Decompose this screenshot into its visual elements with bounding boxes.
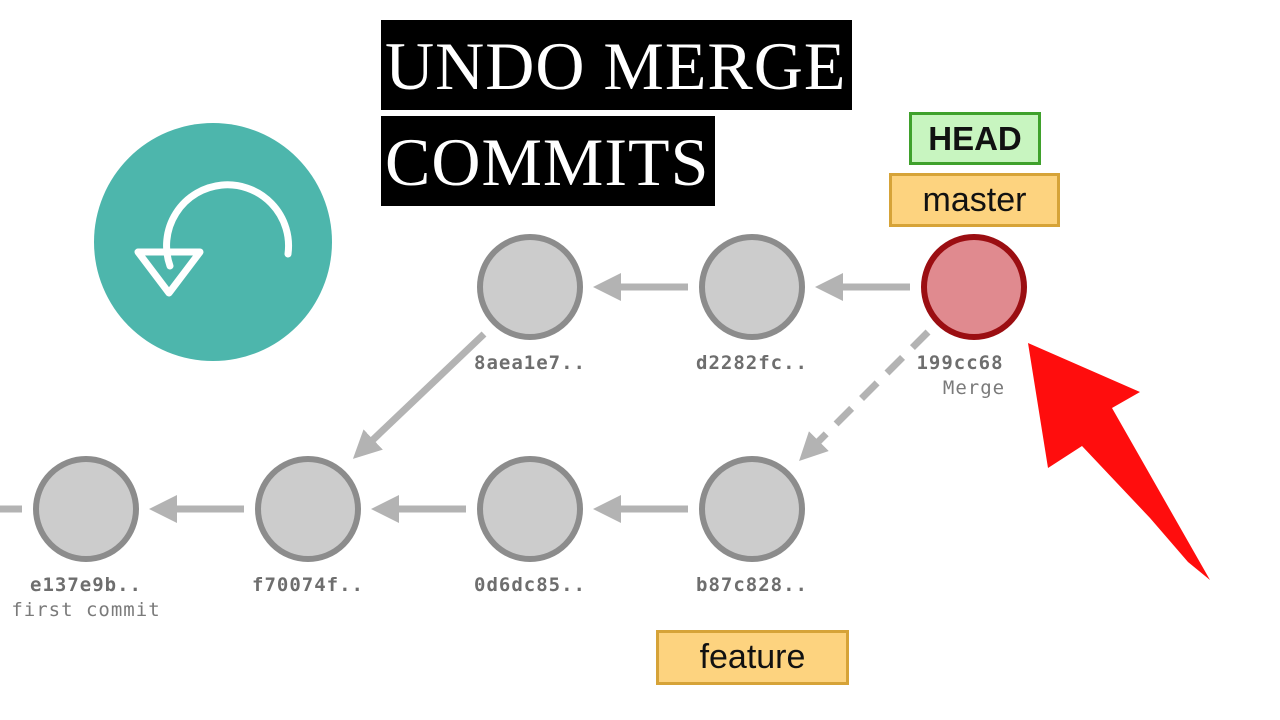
commit-f70074f xyxy=(255,456,361,562)
title-line-2: COMMITS xyxy=(381,116,716,206)
commit-sha-0d6dc85: 0d6dc85.. xyxy=(474,574,586,596)
undo-badge xyxy=(94,123,332,361)
commit-sha-8aea1e7: 8aea1e7.. xyxy=(474,352,586,374)
commit-message-e137e9b: first commit xyxy=(11,599,161,621)
commit-message-199cc68: Merge xyxy=(942,377,1006,399)
undo-icon xyxy=(134,181,293,297)
head-ref-label: HEAD xyxy=(909,112,1041,165)
commit-sha-d2282fc: d2282fc.. xyxy=(696,352,808,374)
commit-e137e9b xyxy=(33,456,139,562)
master-branch-label: master xyxy=(889,173,1060,227)
commit-sha-e137e9b: e137e9b.. xyxy=(30,574,142,596)
commit-d2282fc xyxy=(699,234,805,340)
commit-b87c828 xyxy=(699,456,805,562)
commit-sha-b87c828: b87c828.. xyxy=(696,574,808,596)
commit-0d6dc85 xyxy=(477,456,583,562)
commit-199cc68-merge xyxy=(921,234,1027,340)
commit-8aea1e7 xyxy=(477,234,583,340)
edge-199cc68-to-b87c828 xyxy=(799,329,931,461)
edge-8aea1e7-to-f70074f xyxy=(352,331,487,459)
pointer-arrow xyxy=(1028,343,1210,580)
commit-sha-f70074f: f70074f.. xyxy=(252,574,364,596)
feature-branch-label: feature xyxy=(656,630,849,685)
commit-sha-199cc68: 199cc68 xyxy=(916,352,1004,374)
title-line-1: UNDO MERGE xyxy=(381,20,853,110)
